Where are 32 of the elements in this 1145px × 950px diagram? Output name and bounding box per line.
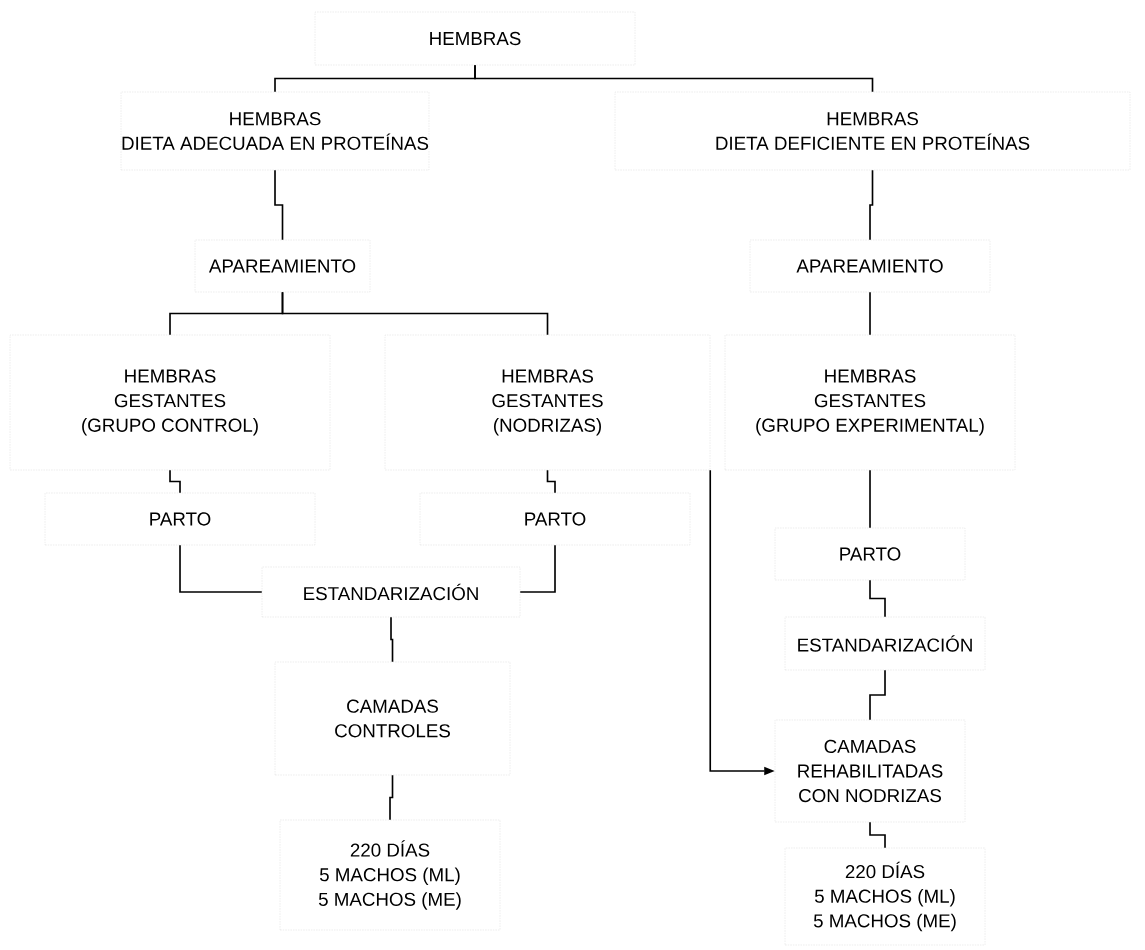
connector-line [869, 669, 886, 721]
connector-line [179, 544, 263, 593]
process-box: HEMBRAS [314, 11, 636, 66]
process-box: 220 DÍAS 5 MACHOS (ML) 5 MACHOS (ME) [784, 847, 986, 946]
process-box: 220 DÍAS 5 MACHOS (ML) 5 MACHOS (ME) [279, 819, 501, 931]
process-box: PARTO [44, 492, 316, 546]
connector-line [474, 64, 874, 93]
connector-line [869, 469, 871, 529]
connector-line [869, 821, 886, 849]
connector-line [390, 616, 394, 663]
process-box: APAREAMIENTO [194, 239, 371, 293]
connector-line [389, 774, 394, 821]
process-box: HEMBRAS GESTANTES (GRUPO EXPERIMENTAL) [724, 334, 1016, 471]
process-box: HEMBRAS GESTANTES (NODRIZAS) [384, 334, 711, 471]
connector-line [869, 169, 874, 241]
process-box: PARTO [774, 527, 966, 581]
connector-line [869, 579, 886, 618]
connector-line [169, 469, 181, 494]
process-box: CAMADAS CONTROLES [274, 661, 511, 776]
process-box: PARTO [419, 492, 691, 546]
connector-line [274, 169, 284, 241]
process-box: ESTANDARIZACIÓN [261, 566, 521, 618]
process-box: HEMBRAS DIETA ADECUADA EN PROTEÍNAS [120, 91, 430, 171]
connector-line [281, 291, 549, 336]
process-box: HEMBRAS DIETA DEFICIENTE EN PROTEÍNAS [614, 91, 1131, 171]
process-box: ESTANDARIZACIÓN [784, 616, 986, 671]
process-box: APAREAMIENTO [749, 239, 991, 293]
process-box: HEMBRAS GESTANTES (GRUPO CONTROL) [9, 334, 331, 471]
process-box: CAMADAS REHABILITADAS CON NODRIZAS [774, 719, 966, 823]
connector-line [546, 469, 556, 494]
connector-line [519, 544, 556, 593]
connector-line [869, 291, 871, 336]
